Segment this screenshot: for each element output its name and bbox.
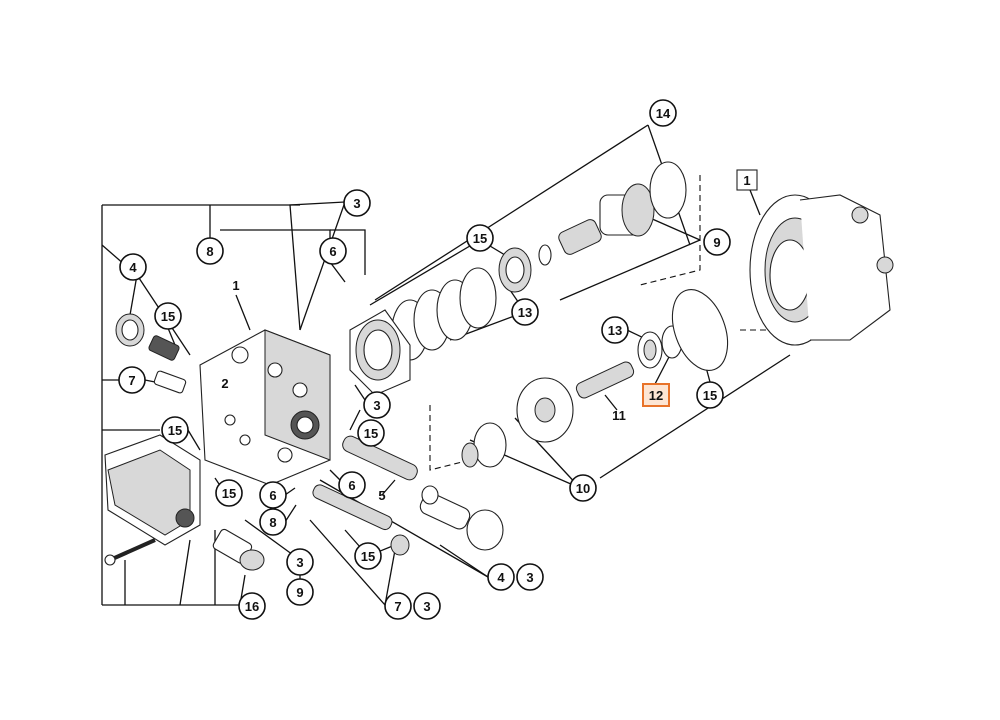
svg-text:7: 7 — [128, 373, 135, 388]
callout-2: 2 — [221, 376, 228, 391]
callout-9-low: 9 — [286, 578, 314, 606]
svg-text:1: 1 — [232, 278, 239, 293]
valve-plate — [461, 422, 507, 468]
callout-3-bottom: 3 — [413, 592, 441, 620]
svg-text:3: 3 — [353, 196, 360, 211]
callout-6-mid: 6 — [338, 471, 366, 499]
svg-text:15: 15 — [168, 423, 182, 438]
callout-15-left: 15 — [154, 302, 182, 330]
motor-housing — [749, 194, 894, 346]
svg-text:11: 11 — [612, 408, 626, 423]
callout-8-low: 8 — [259, 508, 287, 536]
callout-6-top: 6 — [319, 237, 347, 265]
valve-block-housing — [199, 329, 331, 486]
callout-3-top: 3 — [343, 189, 371, 217]
drain-plug — [212, 528, 265, 571]
svg-text:15: 15 — [222, 486, 236, 501]
svg-text:9: 9 — [713, 235, 720, 250]
callout-1-right: 1 — [736, 169, 758, 191]
callout-15-midleft: 15 — [161, 416, 189, 444]
svg-text:6: 6 — [269, 488, 276, 503]
svg-text:2: 2 — [221, 376, 228, 391]
plug-assembly — [115, 313, 180, 361]
callout-10: 10 — [569, 474, 597, 502]
svg-text:3: 3 — [423, 599, 430, 614]
svg-text:6: 6 — [329, 244, 336, 259]
cam-ring — [349, 309, 411, 396]
svg-text:16: 16 — [245, 599, 259, 614]
svg-text:3: 3 — [373, 398, 380, 413]
svg-text:4: 4 — [497, 570, 505, 585]
callout-9-top: 9 — [703, 228, 731, 256]
svg-text:9: 9 — [296, 585, 303, 600]
svg-text:3: 3 — [526, 570, 533, 585]
screw — [104, 538, 156, 566]
callout-13-lower: 13 — [601, 316, 629, 344]
svg-text:13: 13 — [608, 323, 622, 338]
svg-text:14: 14 — [656, 106, 671, 121]
fitting-7 — [153, 370, 187, 394]
callout-4-bottom: 4 — [487, 563, 515, 591]
svg-text:1: 1 — [743, 173, 750, 188]
callout-5: 5 — [378, 488, 385, 503]
svg-text:6: 6 — [348, 478, 355, 493]
bearing-13-upper — [498, 244, 552, 293]
cover-plate — [104, 434, 201, 546]
callout-6-low: 6 — [259, 481, 287, 509]
drive-disc — [516, 377, 574, 443]
svg-text:8: 8 — [206, 244, 213, 259]
callout-8-top: 8 — [196, 237, 224, 265]
svg-text:5: 5 — [378, 488, 385, 503]
svg-text:15: 15 — [161, 309, 175, 324]
spring-stack — [558, 161, 687, 255]
callout-15-low: 15 — [354, 542, 382, 570]
callout-14: 14 — [649, 99, 677, 127]
svg-text:12: 12 — [649, 388, 663, 403]
svg-text:3: 3 — [296, 555, 303, 570]
leader-lines — [101, 124, 800, 606]
callout-15-top: 15 — [466, 224, 494, 252]
spool-valve — [312, 435, 504, 556]
o-ring-15 — [671, 289, 729, 371]
svg-text:10: 10 — [576, 481, 590, 496]
svg-text:4: 4 — [129, 260, 137, 275]
callout-3-mid: 3 — [363, 391, 391, 419]
svg-text:13: 13 — [518, 305, 532, 320]
shaft-11 — [575, 361, 635, 399]
callout-7-top: 7 — [118, 366, 146, 394]
callout-13-upper: 13 — [511, 298, 539, 326]
svg-text:7: 7 — [394, 599, 401, 614]
callout-1-mid: 1 — [232, 278, 239, 293]
callout-15-right: 15 — [696, 381, 724, 409]
svg-text:8: 8 — [269, 515, 276, 530]
callout-11: 11 — [612, 408, 626, 423]
svg-text:15: 15 — [364, 426, 378, 441]
svg-text:15: 15 — [703, 388, 717, 403]
callout-16: 16 — [238, 592, 266, 620]
callout-3-low: 3 — [286, 548, 314, 576]
svg-text:15: 15 — [361, 549, 375, 564]
callout-4-top: 4 — [119, 253, 147, 281]
callout-15-mid: 15 — [357, 419, 385, 447]
svg-text:15: 15 — [473, 231, 487, 246]
callout-3-bottom-right: 3 — [516, 563, 544, 591]
callouts: 14 1 9 3 15 8 6 4 1 15 13 13 7 2 12 15 3… — [118, 99, 758, 620]
callout-12-highlight: 12 — [642, 383, 670, 407]
callout-15-lowleft: 15 — [215, 479, 243, 507]
callout-7-bottom: 7 — [384, 592, 412, 620]
